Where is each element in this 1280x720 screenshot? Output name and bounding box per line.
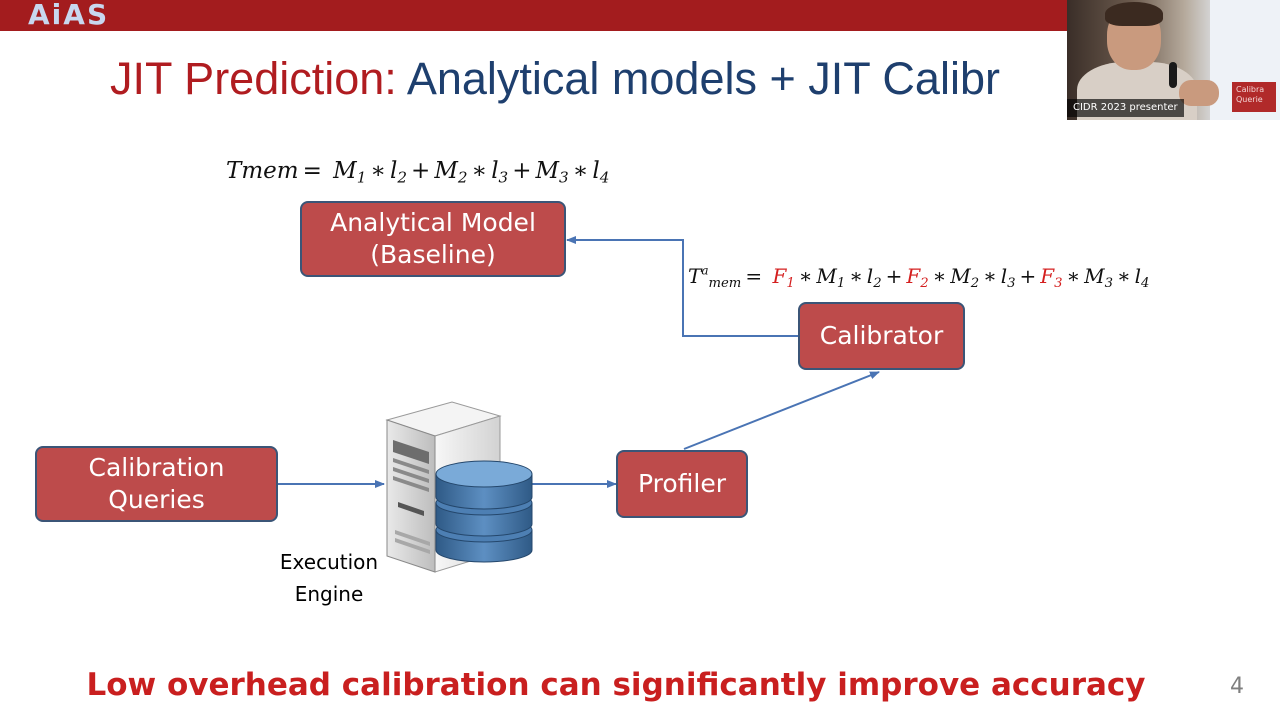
calibrated-equation: Tamem= F1∗M1∗l2+F2∗M2∗l3+F3∗M3∗l4 — [688, 264, 1149, 291]
eq-plus: + — [885, 264, 903, 289]
profiler-box: Profiler — [616, 450, 748, 518]
calibrator-box: Calibrator — [798, 302, 965, 370]
eq-term: F2∗M2∗l3 — [906, 264, 1016, 292]
aias-logo: AiAS — [28, 0, 110, 31]
eq-plus: + — [411, 158, 431, 184]
calibration-factor: F2 — [906, 264, 929, 292]
presenter-hand — [1179, 80, 1219, 106]
arrow-calibrator-to-model — [566, 236, 798, 337]
eq-term: M2∗l3 — [434, 158, 509, 187]
eq-equals: = — [302, 158, 322, 184]
top-bar: AiAS — [0, 0, 1280, 31]
eq-term: M1∗l2 — [333, 158, 408, 187]
calibration-queries-label-2: Queries — [108, 485, 205, 514]
analytical-model-box: Analytical Model (Baseline) — [300, 201, 566, 277]
slide-title: JIT Prediction: Analytical models + JIT … — [110, 52, 1000, 106]
webcam-slide-fragment: Calibra Querie — [1232, 82, 1276, 112]
calibration-factor: F1 — [772, 264, 795, 292]
calibration-factor: F3 — [1040, 264, 1063, 292]
eq-term: M3∗l4 — [535, 158, 610, 187]
profiler-label: Profiler — [637, 468, 726, 498]
calibration-queries-label-1: Calibration — [88, 452, 225, 482]
presenter-webcam: Calibra Querie CIDR 2023 presenter — [1067, 0, 1280, 120]
eq-plus: + — [512, 158, 532, 184]
analytical-model-sublabel: (Baseline) — [370, 240, 496, 269]
page-number: 4 — [1230, 674, 1244, 699]
microphone-icon — [1169, 62, 1177, 88]
takeaway-text: Low overhead calibration can significant… — [86, 667, 1146, 703]
arrow-profiler-to-calibrator — [683, 371, 880, 450]
eq-lhs: Tamem — [688, 264, 742, 292]
webcam-label: CIDR 2023 presenter — [1067, 99, 1184, 117]
title-rest: Analytical models + JIT Calibr — [396, 53, 1000, 104]
calibrator-label: Calibrator — [819, 320, 944, 350]
eq-term: F3∗M3∗l4 — [1040, 264, 1150, 292]
eq-term: F1∗M1∗l2 — [772, 264, 882, 292]
eq-plus: + — [1019, 264, 1037, 289]
execution-engine-label: Execution Engine — [279, 550, 379, 606]
eq-equals: = — [745, 264, 763, 289]
presenter-hair — [1105, 2, 1163, 26]
analytical-model-label: Analytical Model — [330, 207, 536, 237]
database-icon — [435, 460, 533, 563]
title-prefix: JIT Prediction: — [110, 53, 397, 104]
calibration-queries-box: Calibration Queries — [35, 446, 278, 522]
eq-lhs: Tmem — [226, 158, 299, 184]
tmem-equation: Tmem= M1∗l2+M2∗l3+M3∗l4 — [226, 158, 609, 187]
